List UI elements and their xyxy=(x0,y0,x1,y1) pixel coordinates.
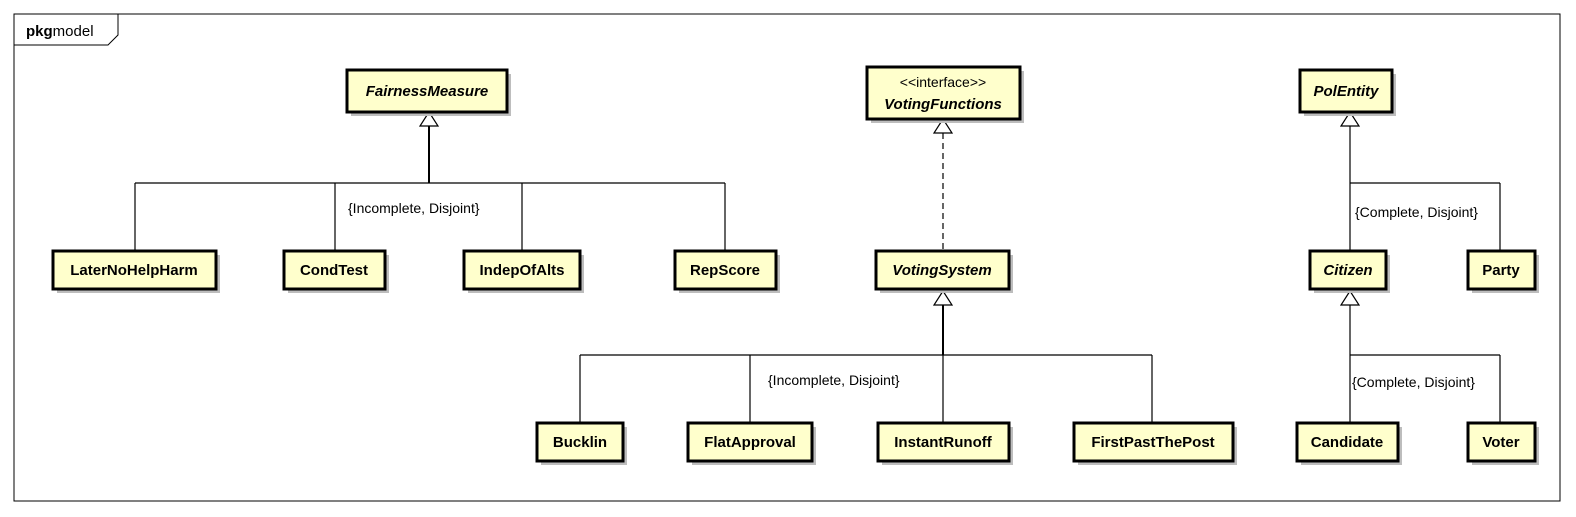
generalization-arrowhead xyxy=(1339,110,1361,127)
citizen-gset-label: {Complete, Disjoint} xyxy=(1352,374,1475,390)
class-bucklin[interactable]: Bucklin xyxy=(535,421,627,465)
class-box xyxy=(1298,68,1394,114)
class-name: Bucklin xyxy=(553,434,607,451)
class-polentity[interactable]: PolEntity xyxy=(1298,68,1396,116)
class-repscore[interactable]: RepScore xyxy=(673,249,780,293)
class-name: FlatApproval xyxy=(704,434,796,451)
class-box xyxy=(876,421,1011,463)
class-name: Citizen xyxy=(1323,262,1372,279)
package-border xyxy=(13,13,1561,502)
class-voter[interactable]: Voter xyxy=(1466,421,1539,465)
class-flatapproval[interactable]: FlatApproval xyxy=(686,421,816,465)
package-keyword: pkg xyxy=(26,23,53,40)
class-name: FirstPastThePost xyxy=(1091,434,1214,451)
class-name: CondTest xyxy=(300,262,368,279)
class-name: FairnessMeasure xyxy=(366,83,489,100)
class-name: InstantRunoff xyxy=(894,434,992,451)
class-box xyxy=(1072,421,1235,463)
class-laternohelpharm[interactable]: LaterNoHelpHarm xyxy=(51,249,220,293)
package-name: model xyxy=(53,23,94,40)
voting-generalization-tree: {Incomplete, Disjoint} xyxy=(579,289,1153,423)
class-citizen[interactable]: Citizen xyxy=(1308,249,1390,293)
class-name: VotingSystem xyxy=(892,262,991,279)
realization-arrowhead xyxy=(932,117,954,134)
class-box xyxy=(865,65,1022,121)
class-box xyxy=(1466,421,1537,463)
fairness-gset-label: {Incomplete, Disjoint} xyxy=(348,200,480,216)
class-name: Voter xyxy=(1482,434,1519,451)
package-frame: pkgmodel xyxy=(13,13,1561,502)
generalization-arrowhead xyxy=(932,289,954,306)
class-box xyxy=(874,249,1011,291)
class-name: VotingFunctions xyxy=(884,96,1002,113)
class-name: IndepOfAlts xyxy=(480,262,565,279)
class-box xyxy=(1308,249,1388,291)
voting-gset-label: {Incomplete, Disjoint} xyxy=(768,372,900,388)
class-indepofalts[interactable]: IndepOfAlts xyxy=(462,249,584,293)
class-box xyxy=(345,68,509,114)
class-box xyxy=(1466,249,1537,291)
generalization-arrowhead xyxy=(1339,289,1361,306)
class-name: Candidate xyxy=(1311,434,1384,451)
class-box xyxy=(51,249,218,291)
class-name: PolEntity xyxy=(1313,83,1379,100)
voting-realization xyxy=(932,117,954,251)
class-box xyxy=(673,249,778,291)
class-candidate[interactable]: Candidate xyxy=(1295,421,1402,465)
polentity-generalization-tree: {Complete, Disjoint} xyxy=(1339,110,1501,251)
class-name: RepScore xyxy=(690,262,760,279)
class-name: Party xyxy=(1482,262,1520,279)
class-box xyxy=(686,421,814,463)
package-tab xyxy=(14,14,119,46)
class-firstpastthepost[interactable]: FirstPastThePost xyxy=(1072,421,1237,465)
class-votingsystem[interactable]: VotingSystem xyxy=(874,249,1013,293)
fairness-generalization-tree: {Incomplete, Disjoint} xyxy=(134,110,726,251)
citizen-generalization-tree: {Complete, Disjoint} xyxy=(1339,289,1501,423)
class-box xyxy=(462,249,582,291)
class-box xyxy=(535,421,625,463)
class-instantrunoff[interactable]: InstantRunoff xyxy=(876,421,1013,465)
generalization-arrowhead xyxy=(418,110,440,127)
class-fairnessmeasure[interactable]: FairnessMeasure xyxy=(345,68,511,116)
class-votingfunctions[interactable]: <<interface>> VotingFunctions xyxy=(865,65,1024,123)
class-party[interactable]: Party xyxy=(1466,249,1539,293)
package-title: pkgmodel xyxy=(26,23,94,40)
class-box xyxy=(1295,421,1400,463)
polentity-gset-label: {Complete, Disjoint} xyxy=(1355,204,1478,220)
class-name: LaterNoHelpHarm xyxy=(70,262,198,279)
class-condtest[interactable]: CondTest xyxy=(282,249,389,293)
interface-stereotype: <<interface>> xyxy=(900,74,986,90)
class-box xyxy=(282,249,387,291)
